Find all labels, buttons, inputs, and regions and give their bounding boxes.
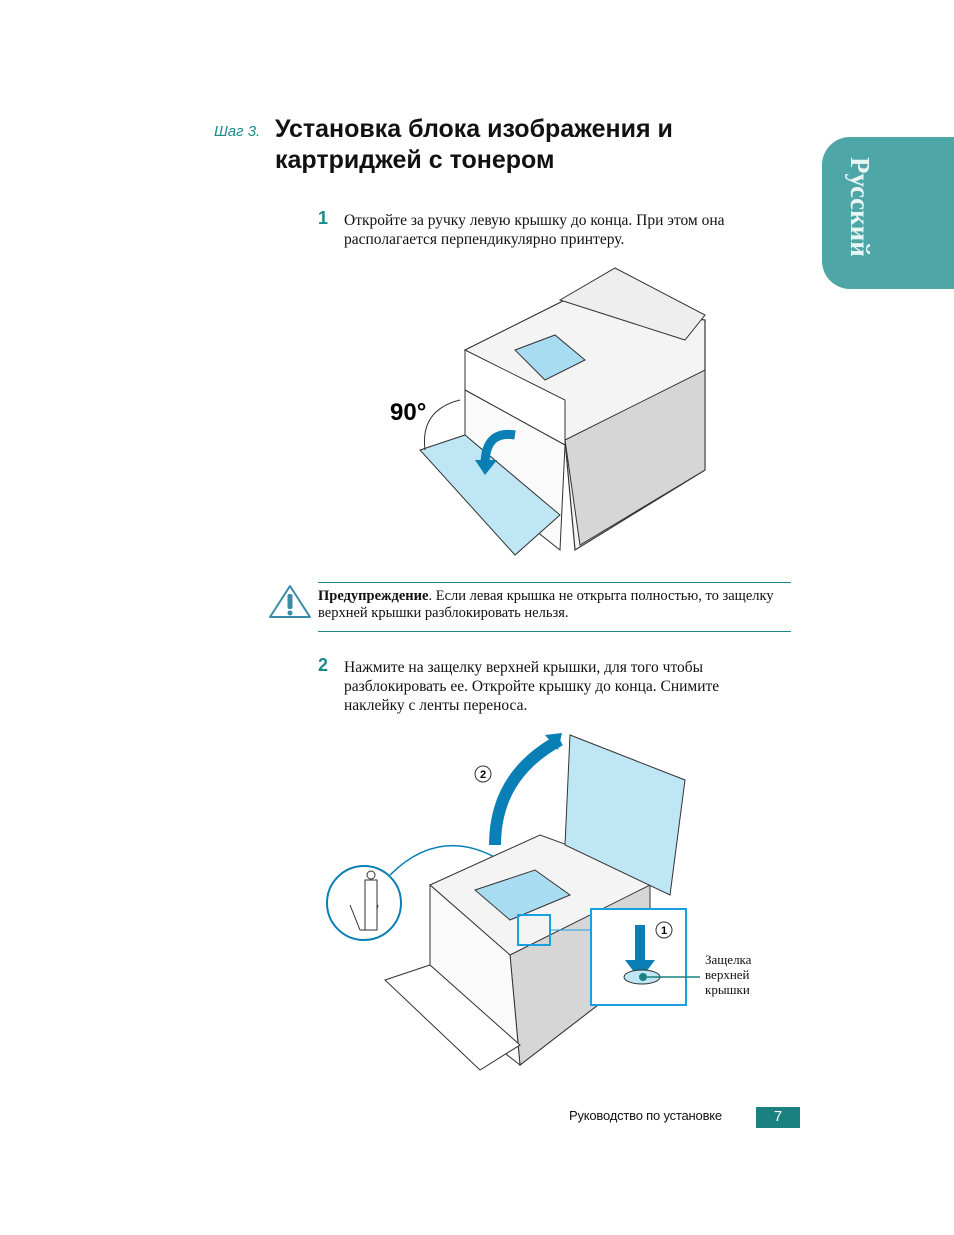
step-number: 1 (318, 208, 329, 228)
footer-title: Руководство по установке (569, 1108, 722, 1123)
language-tab-label: Русский (845, 157, 875, 257)
step-label: Шаг 3. (214, 123, 261, 140)
printer-open-top-cover-illustration: 2 1 (326, 733, 700, 1071)
divider-top (318, 582, 791, 583)
angle-label: 90° (390, 399, 426, 426)
step-text: Откройте за ручку левую крышку до конца.… (344, 212, 725, 248)
warning-label: Предупреждение (318, 588, 429, 604)
warning-note: Предупреждение. Если левая крышка не отк… (318, 588, 788, 622)
step-text: Нажмите на защелку верхней крышки, для т… (344, 659, 720, 714)
warning-triangle-icon (269, 585, 311, 618)
marker-2: 2 (480, 769, 486, 781)
divider-bottom (318, 631, 791, 632)
marker-1: 1 (661, 925, 667, 937)
step-number: 2 (318, 655, 329, 675)
dispose-label-icon (326, 865, 402, 941)
printer-open-left-cover-illustration: 90° (390, 267, 706, 556)
page-title: Установка блока изображения и картриджей… (275, 115, 673, 174)
language-tab: Русский (822, 137, 954, 289)
warning-text: . Если левая крышка не открыта полностью… (318, 588, 774, 621)
latch-callout: Защелка верхней крышки (705, 952, 752, 997)
page-number: 7 (756, 1107, 800, 1128)
